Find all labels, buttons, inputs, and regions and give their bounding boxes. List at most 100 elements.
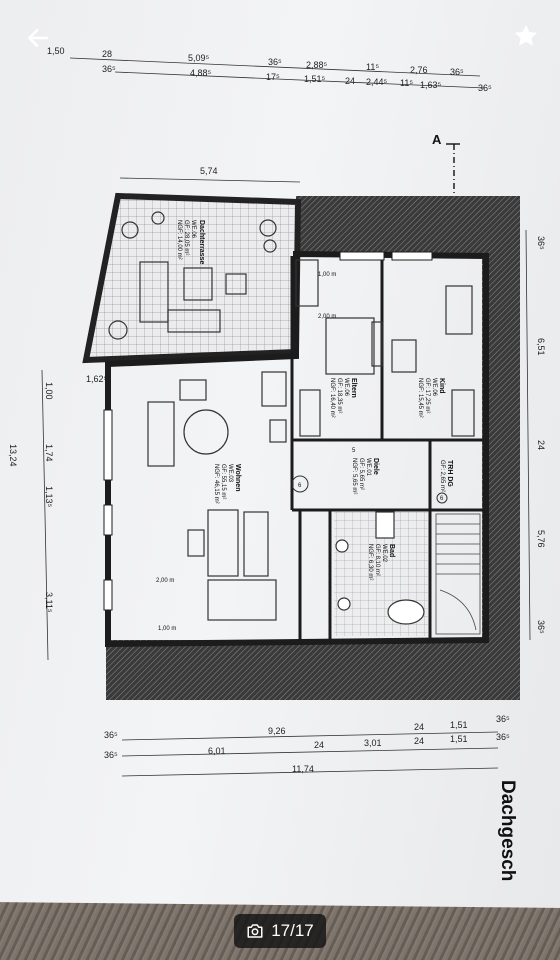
svg-text:24: 24 [345, 76, 355, 86]
svg-text:36⁵: 36⁵ [104, 750, 118, 760]
svg-text:2,44⁵: 2,44⁵ [366, 77, 388, 87]
svg-text:GF: 55,15 m²: GF: 55,15 m² [220, 464, 226, 499]
svg-text:2,88⁵: 2,88⁵ [306, 60, 328, 70]
left-dimensions [41, 369, 49, 661]
bottom-dimensions [121, 731, 499, 777]
bathroom-fixtures [335, 511, 425, 625]
svg-text:36⁵: 36⁵ [496, 732, 510, 742]
svg-text:WE.06: WE.06 [431, 378, 437, 397]
svg-text:NGF: 6,30 m²: NGF: 6,30 m² [367, 544, 373, 580]
svg-text:36⁵: 36⁵ [268, 57, 282, 67]
svg-text:GF: 18,35 m²: GF: 18,35 m² [336, 378, 342, 413]
roof-strip-bottom [106, 640, 520, 700]
svg-text:6,01: 6,01 [208, 746, 226, 756]
bottom-dim-row1: 36⁵ 9,26 24 1,51 36⁵ [104, 714, 510, 740]
svg-text:GF: 17,25 m²: GF: 17,25 m² [424, 378, 430, 413]
roof-strip-top [296, 196, 518, 254]
counter-text: 17/17 [271, 921, 314, 940]
terrace-furniture [108, 211, 277, 340]
trh-label: TRH DG GF: 2,65 m² [439, 460, 453, 492]
svg-text:NGF: 16,40 m²: NGF: 16,40 m² [329, 378, 335, 418]
svg-text:Dachterrasse: Dachterrasse [198, 220, 205, 264]
svg-text:17⁵: 17⁵ [266, 72, 280, 82]
top-dim-row1: 1,50 28 5,09⁵ 36⁵ 2,88⁵ 11⁵ 2,76 36⁵ [47, 46, 464, 77]
svg-text:WE.06: WE.06 [343, 378, 349, 397]
svg-text:WE.06: WE.06 [190, 220, 196, 239]
svg-text:1,00 m: 1,00 m [318, 272, 336, 278]
diele-label: Diele WE.01 GF: 5,65 m² NGF: 5,65 m² [351, 458, 379, 494]
marker-6b: 6 [440, 496, 444, 502]
floor-label: Dachgesch [497, 780, 518, 882]
svg-text:1,51: 1,51 [450, 720, 468, 730]
svg-text:Bad: Bad [388, 544, 395, 557]
left-dim-2: 1,74 [44, 444, 54, 462]
right-dim-1: 6,51 [536, 338, 546, 356]
section-marker: A [432, 132, 442, 147]
top-dim-row2: 36⁵ 4,88⁵ 17⁵ 1,51⁵ 24 2,44⁵ 11⁵ 1,63⁵ 3… [102, 64, 492, 93]
svg-text:1,50: 1,50 [47, 46, 65, 56]
svg-text:2,00 m: 2,00 m [318, 314, 336, 320]
svg-text:GF: 2,65 m²: GF: 2,65 m² [439, 460, 445, 492]
svg-text:GF: 8,10 m²: GF: 8,10 m² [374, 544, 380, 576]
windows [103, 251, 433, 611]
arrow-left-icon [28, 29, 48, 47]
living-furniture [147, 371, 287, 621]
terrace-label: Dachterrasse WE.06 GF: 28,05 m² NGF: 14,… [176, 220, 205, 264]
svg-text:1,51⁵: 1,51⁵ [304, 74, 326, 84]
right-dim-3: 5,76 [536, 530, 546, 548]
svg-text:1,51: 1,51 [450, 734, 468, 744]
svg-text:5,09⁵: 5,09⁵ [188, 53, 210, 63]
svg-text:Eltern: Eltern [350, 378, 357, 398]
svg-text:GF: 28,05 m²: GF: 28,05 m² [183, 220, 189, 255]
favorite-button[interactable] [508, 18, 544, 54]
svg-text:24: 24 [314, 740, 324, 750]
marker-6b-circle [436, 492, 448, 504]
svg-text:WE.02: WE.02 [381, 544, 387, 563]
svg-text:9,26: 9,26 [268, 726, 286, 736]
inner-dimensions: 1,00 m 2,00 m 2,00 m 1,00 m [156, 272, 336, 632]
outer-walls [105, 250, 489, 648]
camera-icon [247, 924, 263, 938]
kind-label: Kind WE.06 GF: 17,25 m² NGF: 15,45 m² [417, 378, 445, 418]
svg-text:NGF: 14,00 m²: NGF: 14,00 m² [176, 220, 182, 260]
wohnen-label: Wohnen WE.03 GF: 55,15 m² NGF: 46,15 m² [213, 464, 241, 504]
top-dimensions [69, 57, 486, 183]
svg-text:36⁵: 36⁵ [450, 67, 464, 77]
back-button[interactable] [20, 20, 56, 56]
svg-text:28: 28 [102, 49, 112, 59]
bedroom-furniture [295, 259, 475, 437]
svg-text:1,00 m: 1,00 m [158, 626, 176, 632]
svg-text:36⁵: 36⁵ [496, 714, 510, 724]
terrace-dimension: 5,74 [200, 166, 218, 176]
bottom-dim-row2: 36⁵ 6,01 24 3,01 24 1,51 36⁵ [104, 732, 510, 760]
left-dim-3: 1,13⁵ [44, 486, 54, 508]
star-icon [514, 24, 538, 46]
marker-6-circle [291, 475, 309, 493]
svg-text:3,01: 3,01 [364, 738, 382, 748]
svg-text:NGF: 46,15 m²: NGF: 46,15 m² [213, 464, 219, 504]
right-dim-4: 36⁵ [536, 620, 546, 634]
image-counter: 17/17 [234, 914, 326, 948]
svg-text:11⁵: 11⁵ [366, 62, 379, 72]
bad-label: Bad WE.02 GF: 8,10 m² NGF: 6,30 m² [367, 544, 395, 580]
svg-text:36⁵: 36⁵ [478, 83, 492, 93]
svg-text:Diele: Diele [372, 458, 379, 475]
left-dim-5: 13,24 [8, 444, 18, 467]
left-dim-4: 3,11⁵ [44, 592, 54, 613]
marker-6: 6 [298, 483, 302, 489]
svg-text:Kind: Kind [438, 378, 445, 394]
right-dim-2: 24 [536, 440, 546, 450]
svg-text:36⁵: 36⁵ [102, 64, 116, 74]
left-dim-0: 1,00 [44, 382, 54, 400]
svg-text:WE.01: WE.01 [365, 458, 371, 477]
left-dim-1: 1,62⁵ [86, 374, 108, 384]
svg-text:4,88⁵: 4,88⁵ [190, 68, 212, 78]
right-dimensions [525, 229, 531, 641]
svg-text:Wohnen: Wohnen [234, 464, 241, 491]
eltern-label: Eltern WE.06 GF: 18,35 m² NGF: 16,40 m² [329, 378, 357, 418]
svg-text:2,76: 2,76 [410, 65, 428, 75]
svg-text:NGF: 15,45 m²: NGF: 15,45 m² [417, 378, 423, 418]
section-line [446, 143, 460, 196]
svg-text:11⁵: 11⁵ [400, 78, 413, 88]
